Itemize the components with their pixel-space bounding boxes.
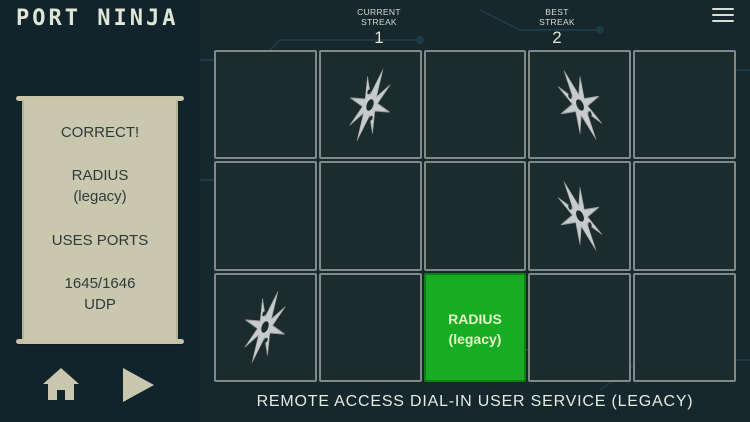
best-streak-label-line1: BEST — [545, 7, 569, 17]
protocol-qualifier: (legacy) — [73, 188, 127, 205]
current-streak-label-line1: CURRENT — [357, 7, 401, 17]
grid-cell-r1-c0[interactable] — [214, 161, 317, 271]
current-streak-value: 1 — [374, 28, 384, 47]
grid-cell-r1-c2[interactable] — [423, 161, 527, 271]
play-icon — [123, 368, 154, 402]
answer-cell-line1: RADIUS — [448, 310, 502, 327]
grid-cell-r2-c1[interactable] — [318, 272, 422, 382]
home-icon — [43, 368, 79, 400]
grid-cell-r2-c3[interactable] — [528, 272, 632, 382]
best-streak: BEST STREAK 2 — [517, 7, 597, 48]
current-streak: CURRENT STREAK 1 — [339, 7, 419, 48]
uses-ports-label: USES PORTS — [51, 232, 149, 249]
port-numbers: 1645/1646 — [64, 275, 136, 292]
answer-cell-line2: (legacy) — [448, 330, 502, 347]
result-text: CORRECT! — [60, 124, 140, 141]
scroll-top-rod — [16, 96, 184, 101]
best-streak-label-line2: STREAK — [539, 17, 575, 27]
shuriken-icon — [231, 282, 300, 372]
grid-cell-r0-c2[interactable] — [423, 50, 527, 160]
app-title: PORT NINJA — [16, 6, 179, 31]
play-button[interactable] — [120, 366, 156, 404]
grid-cell-r0-c4[interactable] — [633, 50, 736, 160]
hamburger-menu-icon[interactable] — [712, 8, 734, 24]
info-scroll: CORRECT! RADIUS (legacy) USES PORTS 1645… — [16, 96, 184, 344]
best-streak-value: 2 — [552, 28, 562, 47]
answer-cell-text: RADIUS (legacy) — [426, 309, 525, 349]
grid-cell-r0-c0[interactable] — [214, 50, 317, 160]
current-streak-label-line2: STREAK — [361, 17, 397, 27]
home-button[interactable] — [41, 366, 81, 402]
shuriken-icon — [336, 60, 405, 150]
grid-cell-r1-c1[interactable] — [318, 161, 422, 271]
protocol-description: REMOTE ACCESS DIAL-IN USER SERVICE (LEGA… — [256, 393, 694, 410]
shuriken-icon — [543, 170, 617, 261]
protocol-name: RADIUS — [71, 167, 129, 184]
scroll-bottom-rod — [16, 339, 184, 344]
grid-cell-r1-c4[interactable] — [633, 161, 736, 271]
transport-protocol: UDP — [84, 296, 116, 313]
answer-cell[interactable]: RADIUS (legacy) — [423, 272, 527, 382]
grid-cell-r2-c4[interactable] — [633, 272, 736, 382]
scroll-paper — [22, 100, 178, 340]
shuriken-icon — [543, 59, 617, 150]
answer-grid: RADIUS (legacy) — [214, 50, 736, 382]
